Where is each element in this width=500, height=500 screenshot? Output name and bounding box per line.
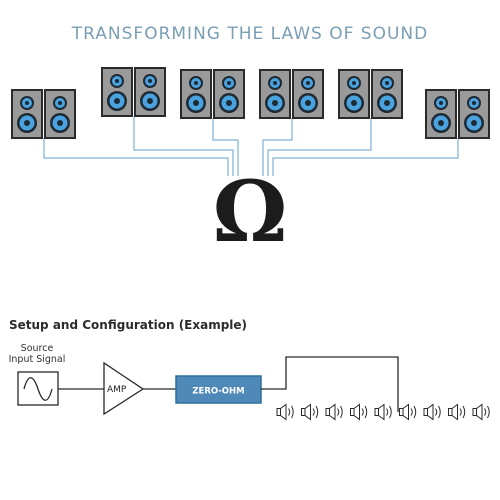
connection-wire (212, 118, 239, 176)
source-label-line-1: Source (20, 343, 54, 354)
speaker-pair (101, 67, 166, 117)
zero-ohm-label: ZERO-OHM (192, 387, 244, 397)
woofer-dust-cap (384, 100, 390, 106)
tweeter-dome (352, 81, 356, 85)
woofer-dust-cap (24, 120, 30, 126)
woofer-dust-cap (272, 100, 278, 106)
omega-glyph: Ω (213, 162, 288, 261)
speaker-pair (259, 69, 324, 119)
connection-wire (267, 118, 372, 176)
tweeter-dome (227, 81, 231, 85)
tweeter-dome (273, 81, 277, 85)
speaker-small-icon (301, 403, 319, 421)
speaker-small-icon (399, 403, 417, 421)
speaker-small-icon (276, 403, 294, 421)
tweeter-dome (25, 101, 29, 105)
section-title: Setup and Configuration (Example) (9, 318, 248, 332)
woofer-dust-cap (438, 120, 444, 126)
connection-wire (43, 138, 229, 176)
woofer-dust-cap (147, 98, 153, 104)
headline: TRANSFORMING THE LAWS OF SOUND (71, 24, 429, 44)
top-speaker-array (11, 67, 490, 139)
woofer-dust-cap (114, 98, 120, 104)
tweeter-dome (148, 79, 152, 83)
source-label-line-2: Input Signal (8, 354, 66, 365)
speaker-pair (425, 89, 490, 139)
sine-wave-icon (23, 377, 53, 401)
tweeter-dome (439, 101, 443, 105)
woofer-dust-cap (193, 100, 199, 106)
speaker-small-icon (423, 403, 441, 421)
speaker-pair (11, 89, 76, 139)
connection-wire (133, 116, 234, 176)
connection-wire (262, 118, 293, 176)
setup-diagram: AMP ZERO-OHM (17, 356, 490, 421)
speaker-small-icon (374, 403, 392, 421)
speaker-small-icon (350, 403, 368, 421)
tweeter-dome (306, 81, 310, 85)
tweeter-dome (472, 101, 476, 105)
top-wires (43, 116, 459, 176)
tweeter-dome (385, 81, 389, 85)
speaker-small-icon (325, 403, 343, 421)
speaker-pair (180, 69, 245, 119)
woofer-dust-cap (57, 120, 63, 126)
woofer-dust-cap (226, 100, 232, 106)
woofer-dust-cap (471, 120, 477, 126)
omega-icon: Ω (213, 162, 288, 261)
connection-wire (272, 138, 459, 176)
woofer-dust-cap (351, 100, 357, 106)
tweeter-dome (115, 79, 119, 83)
amp-label: AMP (107, 385, 127, 395)
tweeter-dome (194, 81, 198, 85)
amplifier-triangle-icon (103, 361, 145, 416)
woofer-dust-cap (305, 100, 311, 106)
speaker-small-icon (472, 403, 490, 421)
speaker-pair (338, 69, 403, 119)
output-line (261, 356, 399, 412)
speaker-small-icon (448, 403, 466, 421)
tweeter-dome (58, 101, 62, 105)
source-input-label: Source Input Signal (4, 343, 70, 365)
